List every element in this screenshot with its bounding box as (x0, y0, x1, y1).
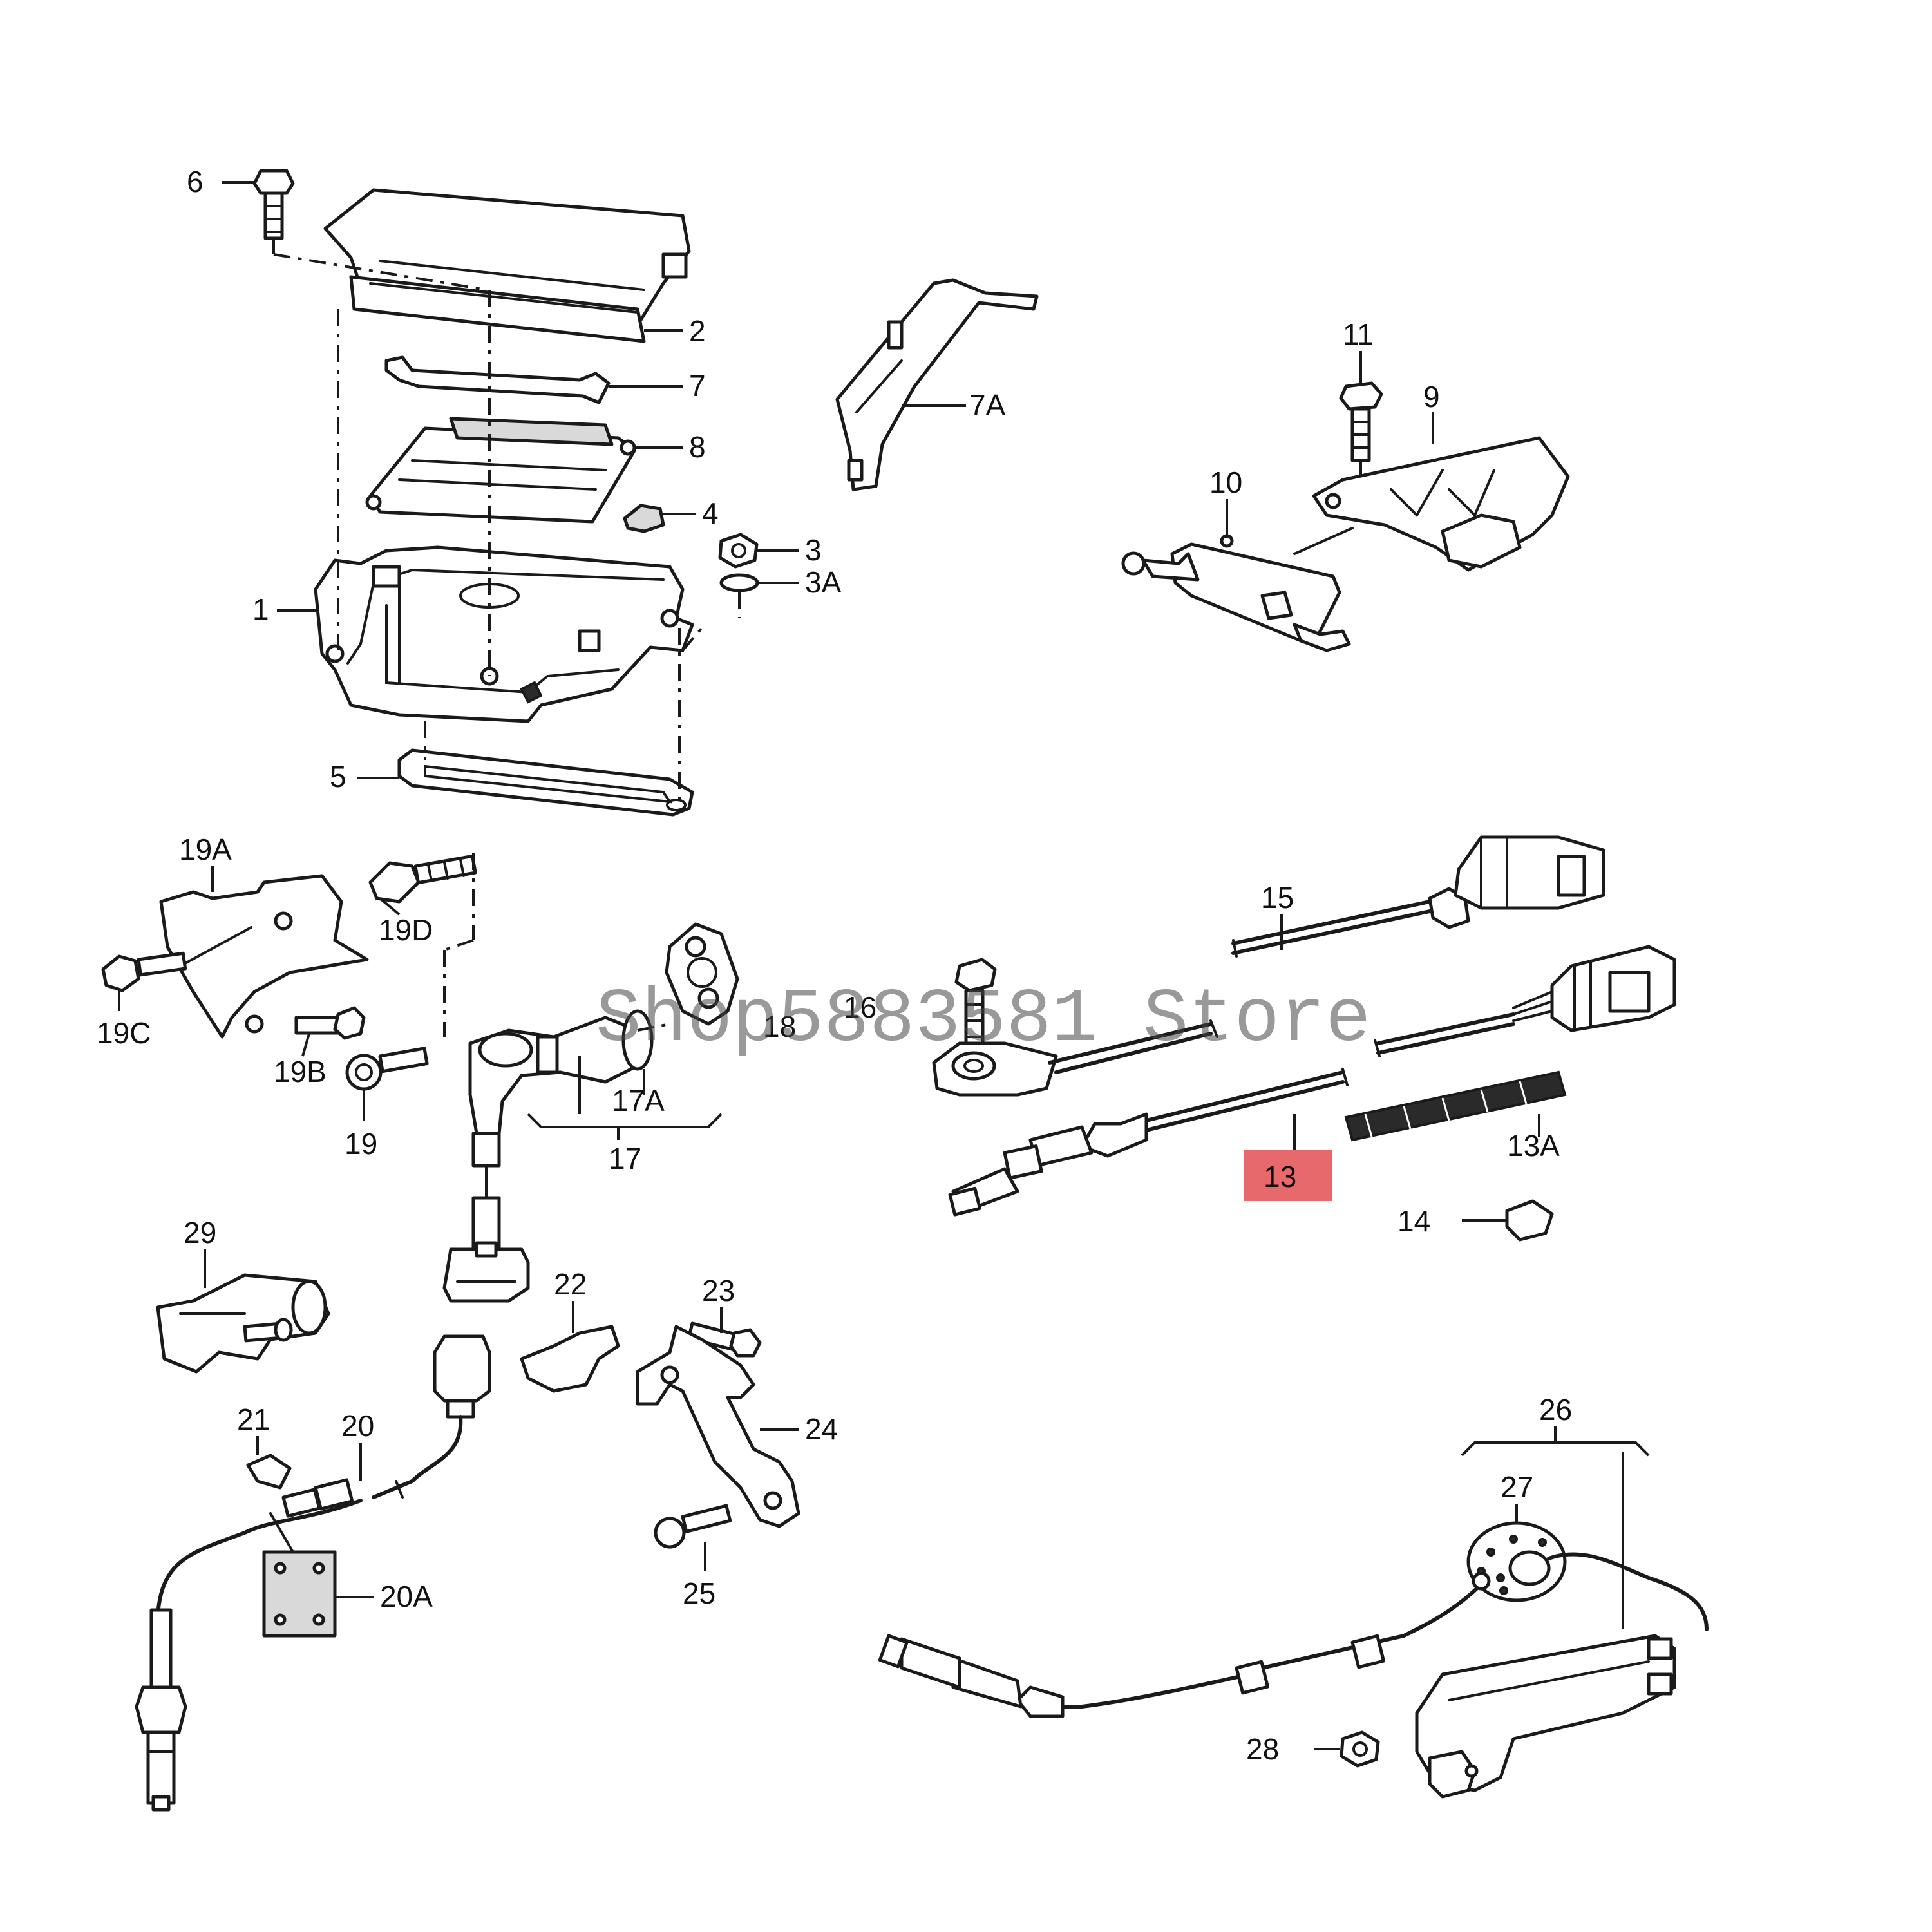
bolt-23 (687, 1321, 762, 1358)
bracket-9-10-group (1121, 381, 1570, 652)
bolt-19 (345, 1046, 429, 1091)
o-ring-17A (621, 1009, 654, 1071)
leader-lines (118, 181, 1650, 1750)
clip-4 (623, 504, 665, 533)
nut-28 (1340, 1730, 1380, 1768)
label-19B: 19B (274, 1055, 327, 1088)
grommet-27 (1466, 1521, 1567, 1602)
label-13A: 13A (1507, 1129, 1560, 1162)
label-7: 7 (689, 369, 706, 402)
label-19D: 19D (379, 913, 433, 947)
ecu-bracket-7 (384, 355, 611, 404)
bolt-16 (954, 958, 997, 1050)
label-28: 28 (1246, 1732, 1279, 1766)
bolt-11 (1339, 381, 1383, 489)
label-9: 9 (1423, 380, 1440, 413)
label-11: 11 (1343, 317, 1374, 351)
label-21: 21 (237, 1403, 270, 1436)
bracket-7A (835, 278, 1039, 491)
temp-sensor-20 (135, 1334, 491, 1812)
label-6: 6 (187, 165, 204, 198)
label-14: 14 (1397, 1204, 1430, 1238)
label-22: 22 (554, 1267, 587, 1301)
label-5: 5 (330, 760, 346, 793)
knock-sensor-group (932, 835, 1605, 1097)
label-7A: 7A (969, 388, 1006, 422)
label-10: 10 (1209, 466, 1242, 499)
label-27: 27 (1501, 1470, 1533, 1504)
label-26: 26 (1539, 1393, 1572, 1426)
ecu-cover-2 (323, 188, 691, 343)
bolt-19C (101, 951, 187, 992)
bracket-26 (1415, 1634, 1676, 1799)
label-8: 8 (689, 430, 706, 464)
nut-3 (718, 533, 759, 569)
gasket-18 (665, 922, 739, 1026)
clip-14 (1505, 1199, 1554, 1242)
callout-labels: 6 2 7 7A 8 4 3 3A 1 5 11 9 10 19A 19D 19… (97, 165, 1572, 1766)
connector-15 (1428, 835, 1605, 929)
bolt-19D (368, 854, 477, 904)
label-16: 16 (844, 990, 876, 1024)
knock-sensor-15 (932, 1041, 1058, 1097)
bracket-10 (1121, 527, 1354, 652)
label-2: 2 (689, 314, 706, 348)
label-19A: 19A (179, 833, 232, 866)
washer-3A (719, 573, 759, 592)
connector-13 (1512, 945, 1676, 1032)
label-18: 18 (763, 1010, 796, 1043)
sensor-26-group (878, 1452, 1709, 1799)
label-29: 29 (184, 1216, 216, 1249)
seal-5 (397, 748, 694, 817)
ecu-housing-group (252, 169, 759, 817)
fitting-20 (281, 1478, 354, 1518)
watermark: Shop5883581 Store (596, 978, 1371, 1063)
holder-22 (520, 1325, 620, 1393)
label-24: 24 (805, 1412, 838, 1446)
sensor-29 (156, 1273, 330, 1374)
label-20A: 20A (380, 1580, 433, 1613)
label-4: 4 (702, 497, 719, 530)
sleeve-13A (1344, 1070, 1567, 1142)
oxygen-sensor-13 (948, 945, 1676, 1242)
label-23: 23 (702, 1274, 735, 1307)
label-17A: 17A (612, 1084, 665, 1117)
label-15: 15 (1261, 881, 1294, 914)
label-25: 25 (683, 1577, 715, 1610)
label-1: 1 (252, 592, 269, 626)
bolt-6 (252, 169, 295, 240)
bracket-9 (1312, 436, 1570, 572)
plate-20A (262, 1550, 337, 1638)
bracket-24-group (520, 1321, 800, 1549)
highlight-13 (1244, 1150, 1332, 1201)
bolt-25 (654, 1504, 732, 1549)
bracket-19A-group (101, 853, 477, 1091)
label-19C: 19C (97, 1016, 151, 1050)
label-3A: 3A (805, 565, 842, 599)
label-13: 13 (1264, 1160, 1296, 1193)
ecu-housing-1 (314, 545, 694, 723)
label-20: 20 (341, 1409, 374, 1443)
control-unit-8 (365, 417, 636, 524)
label-17: 17 (609, 1142, 641, 1175)
clip-21 (246, 1454, 292, 1490)
label-3: 3 (805, 533, 822, 567)
label-19: 19 (345, 1127, 377, 1160)
sensor-17-group (442, 922, 739, 1303)
bolt-19B (294, 1006, 366, 1040)
